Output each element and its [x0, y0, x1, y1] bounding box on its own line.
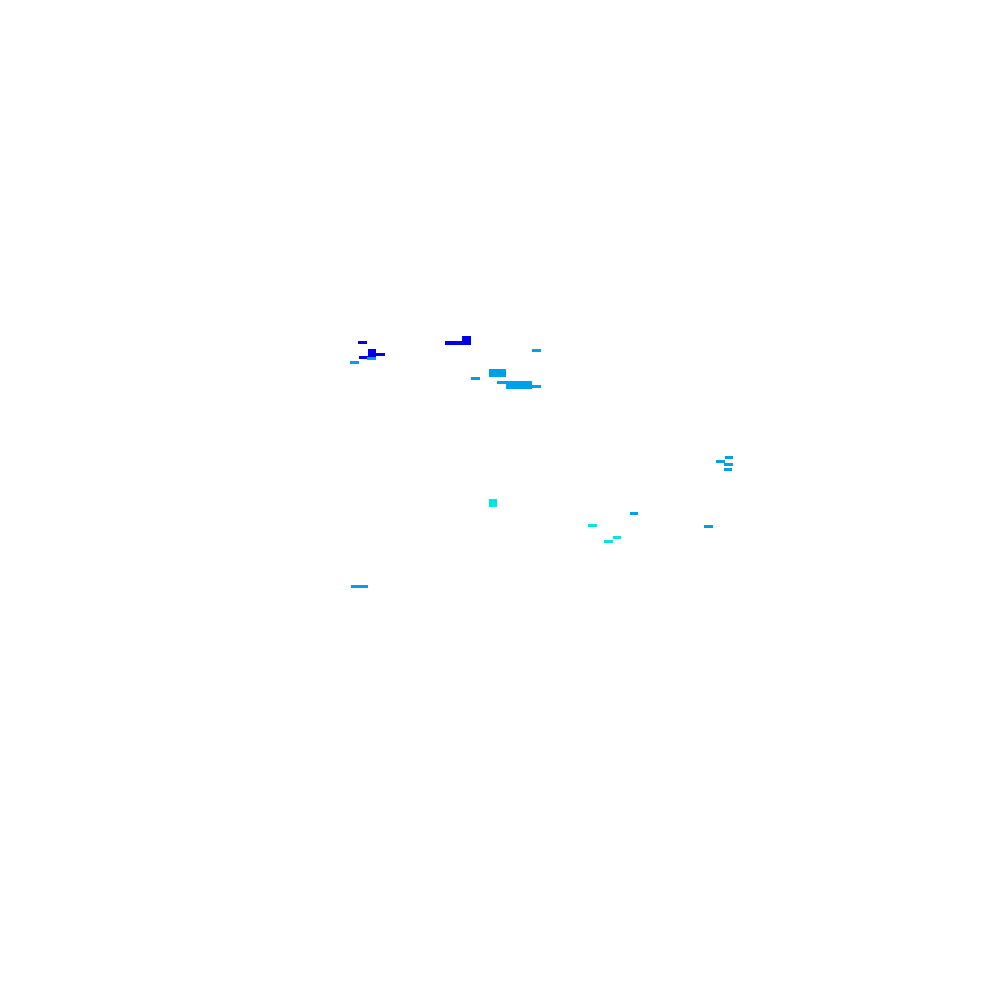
sky-fragment	[471, 377, 480, 380]
sky-fragment	[716, 460, 725, 463]
blue-fragment	[368, 349, 376, 357]
sky-fragment	[350, 361, 359, 364]
sky-fragment	[497, 381, 506, 384]
blue-fragment	[358, 341, 367, 344]
cyan-fragment	[604, 540, 613, 543]
sky-fragment	[630, 512, 638, 515]
cyan-fragment	[489, 499, 497, 507]
blue-fragment	[462, 336, 471, 342]
sky-fragment	[532, 349, 541, 352]
sky-fragment	[367, 357, 376, 360]
blue-fragment	[376, 353, 385, 356]
sky-fragment	[724, 463, 733, 466]
sky-fragment	[506, 381, 532, 389]
sky-fragment	[704, 525, 713, 528]
cyan-fragment	[588, 524, 597, 527]
cyan-fragment	[613, 536, 621, 539]
sky-fragment	[532, 385, 541, 388]
sky-fragment	[725, 456, 733, 459]
sky-fragment	[351, 585, 368, 588]
blue-fragment-group	[358, 336, 471, 359]
blue-fragment	[445, 341, 471, 345]
sky-fragment-group	[350, 349, 733, 588]
sky-fragment	[724, 468, 732, 471]
blue-fragment	[359, 356, 368, 359]
sky-fragment	[489, 369, 506, 377]
cyan-fragment-group	[489, 499, 621, 543]
